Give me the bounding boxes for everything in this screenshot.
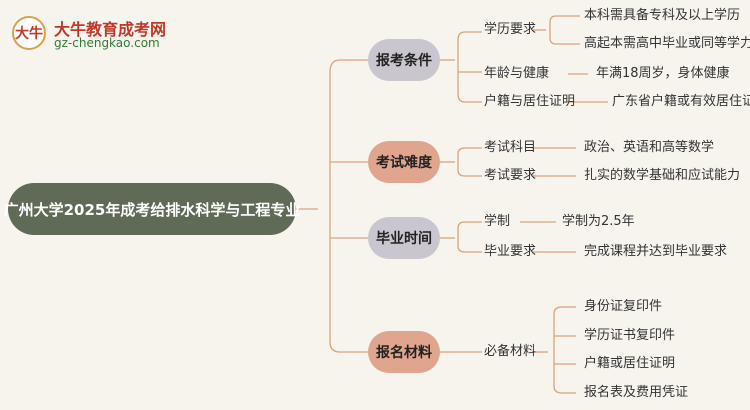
- detail-kemu: 政治、英语和高等数学: [584, 140, 715, 155]
- sub-node-biye-yaoqiu: 毕业要求: [484, 244, 537, 259]
- detail-biye: 完成课程并达到毕业要求: [584, 244, 728, 259]
- detail-huji: 广东省户籍或有效居住证: [612, 94, 750, 109]
- sub-node-xuezhi: 学制: [484, 214, 511, 229]
- connector-b3-trunk: [457, 221, 466, 253]
- detail-cailiao-3: 户籍或居住证明: [584, 356, 676, 371]
- sub-node-kaoshi-yaoqiu: 考试要求: [484, 168, 537, 183]
- sub-node-huji: 户籍与居住证明: [484, 94, 576, 109]
- connector-b4-trunk: [553, 306, 563, 394]
- detail-cailiao-2: 学历证书复印件: [584, 328, 676, 343]
- detail-kaoshi-yaoqiu: 扎实的数学基础和应试能力: [584, 168, 741, 183]
- connector-trunk: [329, 59, 341, 353]
- site-logo[interactable]: 大牛 大牛教育成考网 gz-chengkao.com: [12, 14, 192, 54]
- detail-benke: 本科需具备专科及以上学历: [584, 8, 741, 23]
- logo-title: 大牛教育成考网: [54, 20, 167, 39]
- sub-node-nianling: 年龄与健康: [484, 66, 550, 81]
- detail-gaoqi: 高起本需高中毕业或同等学力: [584, 36, 750, 51]
- logo-badge-icon: 大牛: [12, 16, 46, 50]
- sub-node-bibei: 必备材料: [484, 344, 537, 359]
- connector-b1-trunk: [457, 31, 466, 103]
- branch-node-baokao: 报考条件: [368, 39, 440, 81]
- detail-xuezhi: 学制为2.5年: [562, 214, 635, 229]
- detail-cailiao-1: 身份证复印件: [584, 299, 663, 314]
- connector-xueli-trunk: [549, 15, 557, 45]
- sub-node-xueli: 学历要求: [484, 22, 537, 37]
- branch-node-nandu: 考试难度: [368, 141, 440, 183]
- detail-cailiao-4: 报名表及费用凭证: [584, 385, 689, 400]
- branch-node-biye: 毕业时间: [368, 217, 440, 259]
- connector-b2-trunk: [457, 147, 466, 177]
- logo-url: gz-chengkao.com: [54, 36, 160, 50]
- sub-node-kemu: 考试科目: [484, 140, 537, 155]
- root-node: 广州大学2025年成考给排水科学与工程专业: [4, 183, 300, 235]
- branch-node-cailiao: 报名材料: [368, 331, 440, 373]
- detail-nianling: 年满18周岁，身体健康: [596, 66, 730, 81]
